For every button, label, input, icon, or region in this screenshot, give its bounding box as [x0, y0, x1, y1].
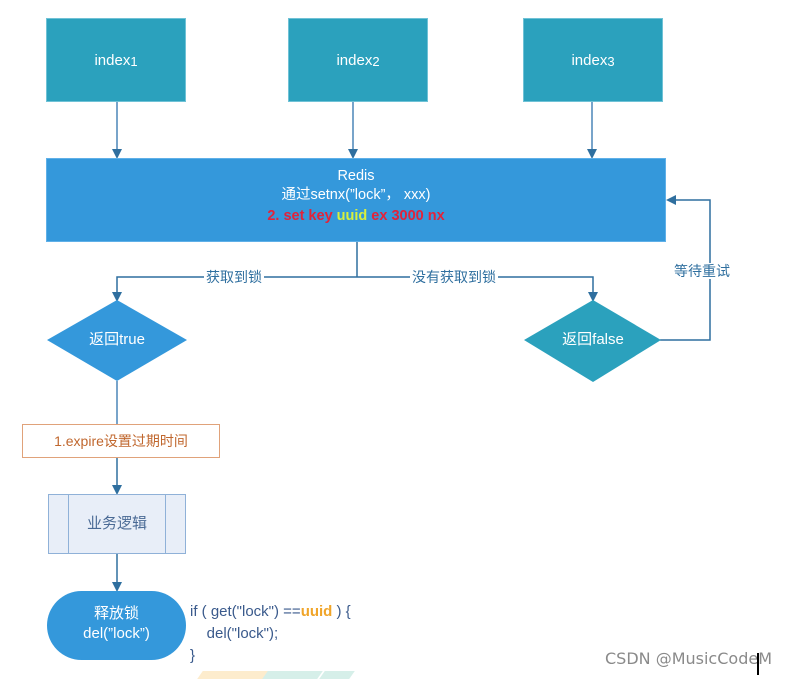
- set-command-uuid: uuid: [336, 208, 368, 224]
- set-command-suffix: ex 3000 nx: [367, 208, 445, 224]
- decision-false-shape: [524, 300, 661, 382]
- index2-label: index: [336, 51, 373, 69]
- index2-sub: 2: [372, 53, 380, 69]
- index3-sub: 3: [607, 53, 615, 69]
- process-bar-right: [165, 495, 166, 553]
- business-logic-label: 业务逻辑: [86, 515, 147, 532]
- decorative-stripe: [262, 671, 323, 679]
- redis-title: Redis: [337, 168, 375, 184]
- edge-label-wait-retry: 等待重试: [672, 263, 732, 279]
- process-bar-left: [68, 495, 69, 553]
- code-line3: }: [190, 647, 196, 664]
- decision-true-label: 返回true: [89, 331, 145, 348]
- arrow-to-true: [112, 276, 357, 302]
- index1-label: index: [94, 51, 131, 69]
- watermark: CSDN @MusicCodeM: [605, 649, 772, 668]
- release-lock-title: 释放锁: [93, 605, 139, 622]
- index1-sub: 1: [130, 53, 138, 69]
- decision-true-shape: [47, 300, 187, 381]
- redis-set-command: 2. set key uuid ex 3000 nx: [47, 205, 665, 227]
- code-line1-suffix: ) {: [332, 603, 351, 620]
- code-snippet: if ( get("lock") ==uuid ) { del("lock");…: [190, 601, 351, 667]
- redis-setnx-text: 通过setnx(”lock”， xxx): [281, 187, 431, 203]
- code-line1-prefix: if ( get("lock") ==: [190, 603, 301, 620]
- edge-label-not-got-lock: 没有获取到锁: [410, 269, 498, 285]
- redis-node: Redis 通过setnx(”lock”， xxx) 2. set key uu…: [46, 158, 666, 242]
- code-line2: del("lock");: [190, 625, 279, 642]
- decision-false-label: 返回false: [562, 331, 624, 348]
- edge-label-got-lock: 获取到锁: [204, 269, 264, 285]
- release-lock-node: 释放锁 del(”lock”): [47, 591, 186, 660]
- code-line1-uuid: uuid: [300, 603, 333, 620]
- set-command-prefix: 2. set key: [267, 208, 337, 224]
- text-cursor: [757, 653, 759, 675]
- expire-step: 1.expire设置过期时间: [22, 424, 220, 458]
- business-logic-node: 业务逻辑: [48, 494, 186, 554]
- release-lock-command: del(”lock”): [83, 625, 150, 642]
- index3-label: index: [571, 51, 608, 69]
- decorative-stripe: [319, 671, 355, 679]
